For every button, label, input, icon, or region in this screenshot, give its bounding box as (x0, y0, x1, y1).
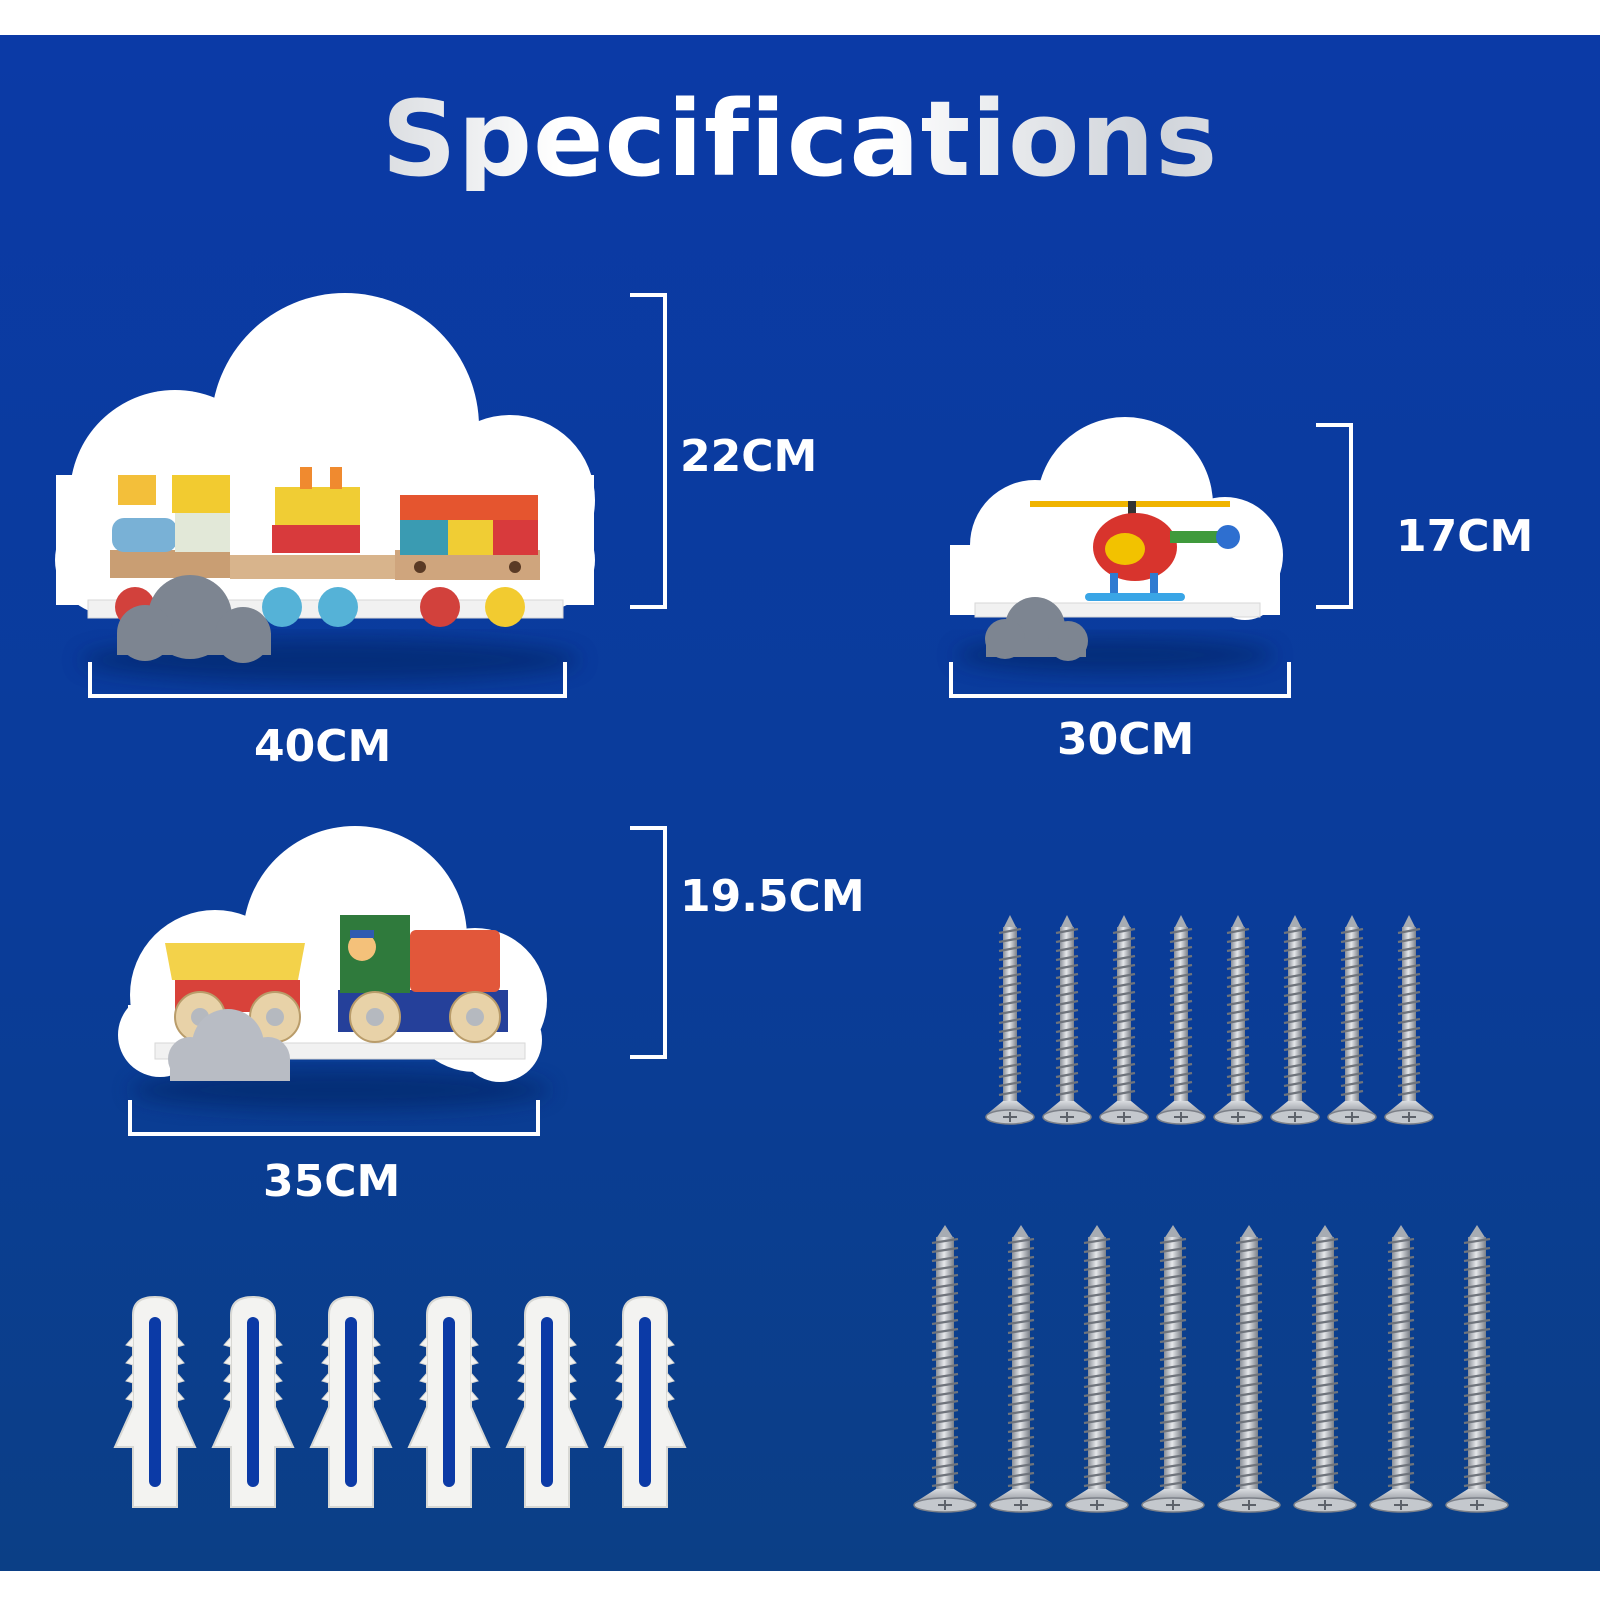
large-shelf-height-label: 22CM (680, 431, 818, 482)
long-screw (1141, 1225, 1205, 1513)
long-screw (1293, 1225, 1357, 1513)
short-screw (1327, 915, 1377, 1125)
wall-anchor (309, 1295, 393, 1508)
page-title: Specifications (0, 87, 1600, 191)
width-bracket (128, 1100, 540, 1136)
gray-cloud-accent (168, 1009, 290, 1081)
wall-anchor (505, 1295, 589, 1508)
long-screw (913, 1225, 977, 1513)
medium-shelf-width-label: 35CM (263, 1156, 401, 1207)
wall-anchor (211, 1295, 295, 1508)
gray-cloud-accent (117, 575, 271, 663)
medium-shelf-height-label: 19.5CM (680, 871, 865, 922)
height-bracket (630, 293, 667, 609)
specifications-panel: Specifications (0, 35, 1600, 1571)
long-screw (1369, 1225, 1433, 1513)
wall-anchors (113, 1295, 687, 1508)
long-screw (989, 1225, 1053, 1513)
small-cloud-shelf (949, 417, 1353, 698)
small-shelf-height-label: 17CM (1396, 511, 1534, 562)
toy-helicopter (1030, 501, 1240, 601)
short-screw (1099, 915, 1149, 1125)
wall-anchor (407, 1295, 491, 1508)
medium-cloud-shelf (118, 826, 667, 1136)
short-screw (1156, 915, 1206, 1125)
short-screw (1384, 915, 1434, 1125)
short-screw (1042, 915, 1092, 1125)
short-screws (985, 915, 1434, 1125)
short-screw (1270, 915, 1320, 1125)
product-illustration (55, 293, 1509, 1513)
long-screws (913, 1225, 1509, 1513)
long-screw (1217, 1225, 1281, 1513)
wooden-truck (165, 915, 508, 1043)
wall-anchor (603, 1295, 687, 1508)
gray-cloud-accent (985, 597, 1088, 661)
wooden-train (110, 467, 540, 627)
width-bracket (88, 662, 567, 698)
large-shelf-width-label: 40CM (254, 721, 392, 772)
width-bracket (949, 662, 1291, 698)
wall-anchor (113, 1295, 197, 1508)
short-screw (1213, 915, 1263, 1125)
height-bracket (630, 826, 667, 1059)
height-bracket (1316, 423, 1353, 609)
short-screw (985, 915, 1035, 1125)
long-screw (1065, 1225, 1129, 1513)
long-screw (1445, 1225, 1509, 1513)
small-shelf-width-label: 30CM (1057, 714, 1195, 765)
large-cloud-shelf (55, 293, 667, 698)
